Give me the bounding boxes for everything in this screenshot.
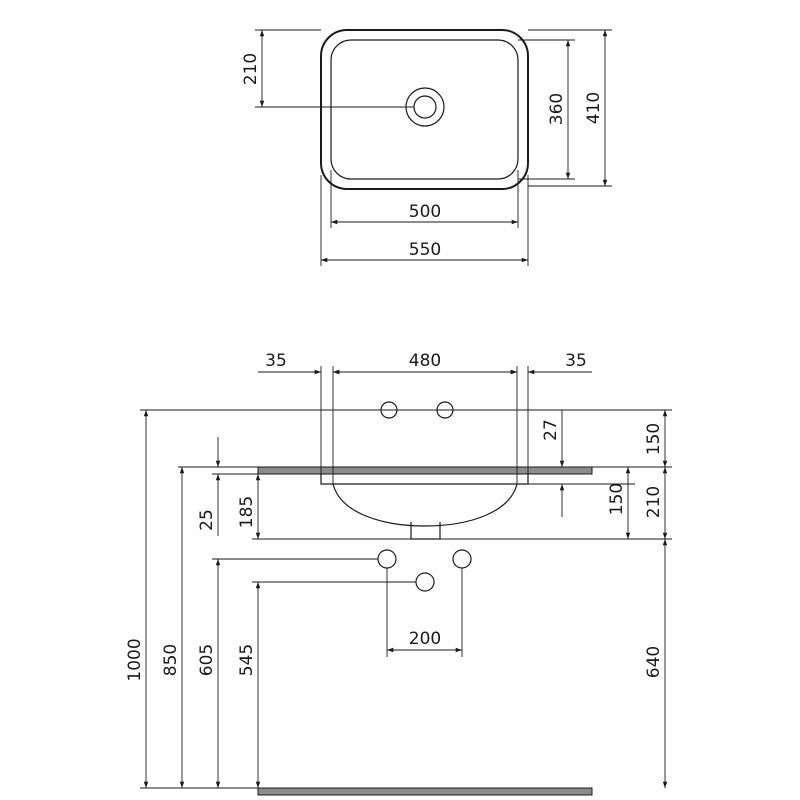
dim-inner-depth: 360 xyxy=(547,93,567,125)
dim-outer-width: 550 xyxy=(409,240,441,260)
dim-counter-height: 850 xyxy=(161,644,181,676)
dim-tap-drop: 27 xyxy=(541,419,561,441)
floor-slab xyxy=(257,787,593,796)
supply-pipe-right xyxy=(452,549,472,569)
dim-bowl-depth: 185 xyxy=(237,496,257,528)
basin-inner-outline xyxy=(330,39,519,180)
dim-drain-offset: 210 xyxy=(241,53,261,85)
dim-drain-to-floor: 640 xyxy=(644,646,664,678)
dim-counter-thickness: 25 xyxy=(197,509,217,531)
drain-outlet xyxy=(410,522,441,540)
waste-pipe xyxy=(415,572,435,592)
dim-waste-height: 545 xyxy=(237,644,257,676)
dim-outer-depth: 410 xyxy=(584,92,604,124)
dim-basin-depth-right: 150 xyxy=(607,483,627,515)
dim-supply-spacing: 200 xyxy=(409,629,441,649)
dim-supply-height: 605 xyxy=(197,644,217,676)
dim-total-height: 1000 xyxy=(125,638,145,681)
countertop-slab xyxy=(257,466,593,475)
dim-left-rim: 35 xyxy=(265,351,287,371)
dim-tap-height: 150 xyxy=(644,423,664,455)
basin-rim xyxy=(320,474,529,485)
front-view: 35 480 35 27 150 150 210 640 25 xyxy=(125,351,672,796)
dim-inner-width: 500 xyxy=(409,202,441,222)
dim-basin-total-right: 210 xyxy=(644,486,664,518)
dim-tap-span: 480 xyxy=(409,351,441,371)
supply-pipe-left xyxy=(377,549,397,569)
basin-outer-outline xyxy=(320,29,529,190)
dim-right-rim: 35 xyxy=(565,351,587,371)
top-view: 210 360 410 500 550 xyxy=(241,29,612,266)
basin-bowl xyxy=(332,483,518,527)
